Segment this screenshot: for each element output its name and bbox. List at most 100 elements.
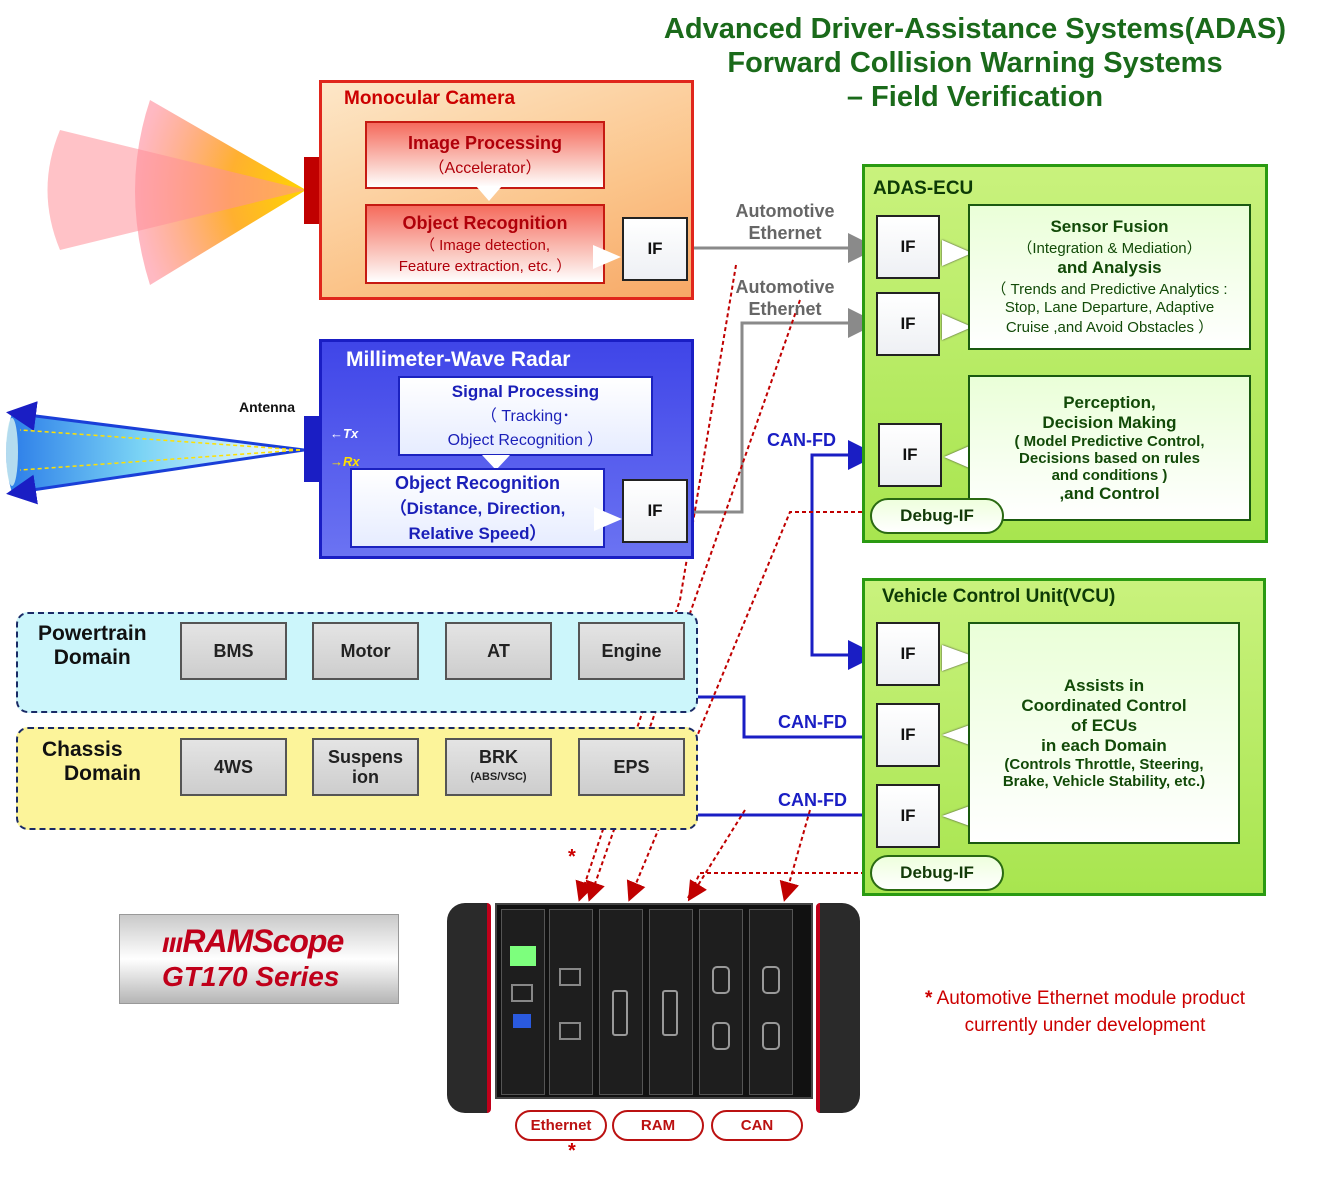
debug-asterisk: * <box>568 846 576 868</box>
ramscope-brand: ıııRAMScope <box>162 923 344 960</box>
radar-title: Millimeter-Wave Radar <box>346 348 571 371</box>
chassis-label: Chassis Domain <box>42 738 141 786</box>
image-processing-title: Image Processing <box>407 132 563 153</box>
status-led <box>510 946 536 966</box>
title-line-2: Forward Collision Warning Systems <box>727 47 1223 79</box>
assists-title-4: in each Domain <box>1041 736 1167 755</box>
can-fd-label-1: CAN-FD <box>767 430 836 450</box>
assists-box: Assists in Coordinated Control of ECUs i… <box>968 622 1240 844</box>
brk-label: BRK <box>479 747 518 767</box>
sensor-fusion-sub2: （ Trends and Predictive Analytics : <box>991 281 1228 298</box>
slot-6 <box>749 909 793 1095</box>
gt170-device <box>447 898 860 1114</box>
assists-title-2: Coordinated Control <box>1021 696 1187 715</box>
perception-title-3: ,and Control <box>1059 483 1160 503</box>
footnote-asterisk: * <box>924 988 933 1009</box>
powertrain-label: Powertrain Domain <box>38 622 147 670</box>
slot-4 <box>649 909 693 1095</box>
antenna-label: Antenna <box>239 399 295 415</box>
camera-title: Monocular Camera <box>344 88 516 109</box>
bms-unit: BMS <box>180 622 287 680</box>
brand-mark-icon: ııı <box>162 927 183 958</box>
usb-port-icon <box>513 1014 531 1028</box>
can-fd-label-2: CAN-FD <box>778 712 847 732</box>
ethernet-port-icon <box>559 968 581 986</box>
camera-object-recognition-box: Object Recognition （ Image detection, Fe… <box>365 204 605 284</box>
title-line-1: Advanced Driver-Assistance Systems(ADAS) <box>663 13 1287 45</box>
radar-object-recognition-sub1: （Distance, Direction, <box>389 498 566 518</box>
can-connector-icon <box>712 966 730 994</box>
adas-if-1: IF <box>876 215 940 279</box>
radar-object-recognition-sub2: Relative Speed） <box>408 523 547 543</box>
can-module-label: CAN <box>711 1110 803 1141</box>
can-connector-icon <box>712 1022 730 1050</box>
powertrain-label-line2: Domain <box>53 646 131 669</box>
camera-object-recognition-sub2: Feature extraction, etc. ） <box>398 257 572 275</box>
brand-text: RAMScope <box>182 923 344 959</box>
suspension-line2: ion <box>352 767 379 787</box>
ethernet-port-icon <box>559 1022 581 1040</box>
chassis-label-line1: Chassis <box>42 738 123 761</box>
vcu-debug-if: Debug-IF <box>870 855 1004 891</box>
auto-ethernet-label-2-line1: Automotive <box>735 277 835 297</box>
assists-title-3: of ECUs <box>1070 716 1138 735</box>
perception-sub2: Decisions based on rules <box>1019 449 1200 467</box>
probe-connector-icon <box>612 990 628 1036</box>
slot-1 <box>501 909 545 1095</box>
slot-2 <box>549 909 593 1095</box>
footnote-line1: Automotive Ethernet module product <box>936 988 1246 1009</box>
camera-object-recognition-sub1: （ Image detection, <box>419 236 551 254</box>
signal-processing-title: Signal Processing <box>451 382 600 401</box>
sensor-fusion-sub4: Cruise ,and Avoid Obstacles ） <box>1005 319 1214 336</box>
perception-sub1: ( Model Predictive Control, <box>1014 432 1205 450</box>
assists-sub2: Brake, Vehicle Stability, etc.) <box>1002 773 1206 790</box>
sensor-fusion-sub3: Stop, Lane Departure, Adaptive <box>1004 299 1215 316</box>
perception-sub3: and conditions ) <box>1051 466 1168 484</box>
footnote-line2: currently under development <box>964 1015 1206 1036</box>
left-handle <box>447 903 491 1113</box>
right-arrow-icon <box>594 507 622 531</box>
probe-connector-icon <box>662 990 678 1036</box>
camera-object-recognition-title: Object Recognition <box>402 212 568 233</box>
assists-title-1: Assists in <box>1063 676 1145 695</box>
adas-ecu-title: ADAS-ECU <box>873 178 974 199</box>
camera-if: IF <box>622 217 688 281</box>
signal-processing-box: Signal Processing （ Tracking･ Object Rec… <box>398 376 653 456</box>
vcu-if-2: IF <box>876 703 940 767</box>
page-title: Advanced Driver-Assistance Systems(ADAS)… <box>620 12 1330 114</box>
footnote: * Automotive Ethernet module product cur… <box>895 985 1275 1039</box>
radar-object-recognition-title: Object Recognition <box>394 472 560 493</box>
rx-label: →Rx <box>330 454 360 469</box>
ethernet-port-icon <box>511 984 533 1002</box>
sensor-fusion-title-2: and Analysis <box>1057 258 1162 277</box>
sensor-fusion-sub1: （Integration & Mediation） <box>1017 240 1202 257</box>
sensor-fusion-title: Sensor Fusion <box>1050 217 1169 236</box>
image-processing-sub: （Accelerator） <box>428 159 542 177</box>
down-arrow-icon <box>476 186 502 201</box>
right-arrow-icon <box>942 314 972 340</box>
right-handle <box>816 903 860 1113</box>
ramscope-logo: ıııRAMScope GT170 Series <box>119 914 399 1004</box>
brk-sub: (ABS/VSC) <box>470 771 527 783</box>
can-fd-label-3: CAN-FD <box>778 790 847 810</box>
ethernet-module-label: Ethernet <box>515 1110 607 1141</box>
right-arrow-icon <box>942 240 972 266</box>
auto-ethernet-label-1-line2: Ethernet <box>748 223 822 243</box>
perception-box: Perception, Decision Making ( Model Pred… <box>968 375 1251 521</box>
tx-label: ←Tx <box>330 426 359 441</box>
adas-if-3: IF <box>878 423 942 487</box>
radar-if: IF <box>622 479 688 543</box>
at-unit: AT <box>445 622 552 680</box>
down-arrow-icon <box>482 455 510 470</box>
perception-title: Perception, <box>1063 392 1156 412</box>
radar-object-recognition-box: Object Recognition （Distance, Direction,… <box>350 468 605 548</box>
title-line-3: – Field Verification <box>846 81 1104 113</box>
auto-ethernet-label-2-line2: Ethernet <box>748 299 822 319</box>
assists-sub1: (Controls Throttle, Steering, <box>1004 756 1204 773</box>
can-connector-icon <box>762 1022 780 1050</box>
auto-ethernet-label-1-line1: Automotive <box>735 201 835 221</box>
ram-module-label: RAM <box>612 1110 704 1141</box>
camera-view-cone <box>47 100 306 285</box>
camera-lens <box>304 157 321 224</box>
ethernet-asterisk: * <box>568 1140 576 1162</box>
